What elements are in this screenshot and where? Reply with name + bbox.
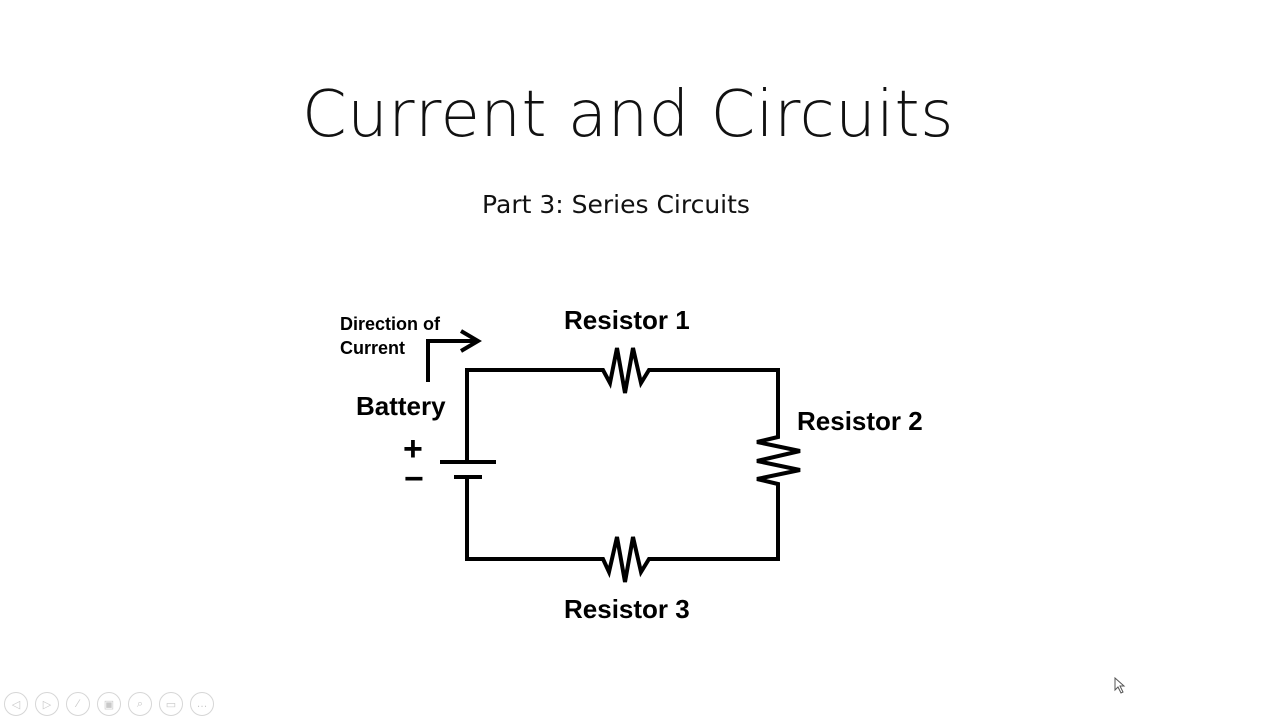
previous-icon: ◁ xyxy=(11,698,21,711)
wire-top-with-resistor-1 xyxy=(465,347,780,462)
direction-label-line1: Direction of xyxy=(340,314,441,334)
see-all-slides-button[interactable]: ▣ xyxy=(97,692,121,716)
direction-label-line2: Current xyxy=(340,338,406,358)
pen-icon: ∕ xyxy=(77,698,79,710)
previous-slide-button[interactable]: ◁ xyxy=(4,692,28,716)
subtitles-button[interactable]: ▭ xyxy=(159,692,183,716)
ellipsis-icon: … xyxy=(196,698,208,710)
more-options-button[interactable]: … xyxy=(190,692,214,716)
plus-sign: + xyxy=(403,430,423,468)
slides-grid-icon: ▣ xyxy=(103,698,115,711)
next-slide-button[interactable]: ▷ xyxy=(35,692,59,716)
battery-label: Battery xyxy=(356,391,446,421)
resistor-1-label: Resistor 1 xyxy=(564,305,690,335)
minus-sign: − xyxy=(404,460,424,498)
zoom-button[interactable]: ⌕ xyxy=(128,692,152,716)
wire-right-with-resistor-2 xyxy=(756,370,801,560)
direction-of-current-label: Direction of Current xyxy=(340,312,440,360)
subtitles-icon: ▭ xyxy=(165,698,177,711)
magnifier-icon: ⌕ xyxy=(136,697,144,710)
slideshow-toolbar: ◁ ▷ ∕ ▣ ⌕ ▭ … xyxy=(4,692,214,716)
slide-title: Current and Circuits xyxy=(302,78,954,152)
resistor-3-label: Resistor 3 xyxy=(564,594,690,624)
wire-bottom-with-resistor-3 xyxy=(465,477,780,583)
resistor-2-label: Resistor 2 xyxy=(797,406,923,436)
next-icon: ▷ xyxy=(42,698,52,711)
pen-button[interactable]: ∕ xyxy=(66,692,90,716)
mouse-cursor-icon xyxy=(1114,677,1126,694)
slide-subtitle: Part 3: Series Circuits xyxy=(482,190,750,219)
direction-arrow-icon xyxy=(426,339,478,382)
